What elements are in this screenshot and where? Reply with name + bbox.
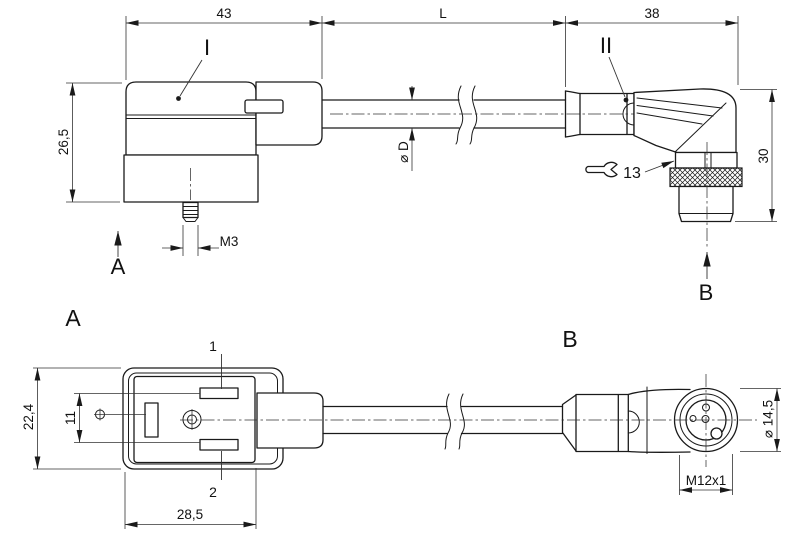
dim-26-5: 26,5	[56, 129, 71, 155]
view-a-cable-gland	[256, 392, 324, 449]
dim-28-5: 28,5	[177, 507, 203, 522]
dim-cable-diameter: ⌀ D	[396, 141, 411, 163]
strain-relief-bottom	[561, 393, 640, 453]
pin-1-slot	[199, 387, 239, 400]
ground-symbol	[94, 408, 146, 421]
dimensions-view-a: 22,4 11 28,5	[21, 367, 257, 529]
dim-30: 30	[756, 148, 771, 163]
dim-L: L	[439, 6, 447, 21]
cable-bottom-right	[444, 393, 564, 450]
cable-top	[321, 85, 567, 145]
dim-m12x1: M12x1	[686, 473, 727, 488]
leader-dot-II	[623, 97, 629, 103]
cable-bottom-left	[322, 405, 448, 435]
leader-II	[608, 56, 626, 98]
leader-I	[179, 59, 203, 97]
break-lines-bottom	[444, 393, 465, 450]
pin-center	[701, 415, 710, 423]
dim-22-4: 22,4	[21, 403, 36, 430]
elbow-side	[627, 386, 691, 454]
label-I: I	[204, 35, 210, 60]
cable-clip-tab	[244, 99, 284, 114]
leader-13	[644, 160, 675, 173]
dim-14-5: ⌀ 14,5	[761, 400, 776, 438]
pin-left	[689, 415, 697, 422]
center-screw	[182, 409, 202, 430]
pin-2-slot	[199, 438, 239, 451]
m12-thread-end	[678, 185, 734, 223]
label-arrow-B: B	[699, 280, 714, 305]
keying-notch	[710, 427, 723, 440]
label-view-b: B	[562, 326, 577, 352]
label-arrow-A: A	[111, 254, 126, 279]
leader-dot-I	[176, 96, 181, 101]
dim-m3: M3	[220, 234, 239, 249]
top-view	[123, 81, 743, 247]
dim-43: 43	[216, 6, 231, 21]
earth-pin-slot	[144, 402, 159, 438]
label-pin-1: 1	[209, 338, 217, 354]
knurl-ring	[669, 167, 743, 188]
dim-11: 11	[63, 411, 78, 425]
break-lines-top	[455, 85, 478, 145]
valve-connector-body	[123, 81, 323, 222]
coupling-nut	[674, 151, 738, 169]
label-pin-2: 2	[209, 484, 217, 500]
dimensions-view-b: ⌀ 14,5 M12x1	[679, 388, 781, 495]
dim-38: 38	[644, 6, 659, 21]
elbow-housing	[633, 88, 737, 154]
strain-relief-top	[564, 90, 635, 138]
label-view-a: A	[65, 305, 81, 331]
wrench-icon	[585, 161, 618, 178]
label-II: II	[600, 33, 612, 58]
dimensions-top: 43 L 38 26,5 M3 ⌀ D 30 A B I II	[56, 6, 777, 305]
view-b: B	[180, 326, 757, 467]
dim-13: 13	[623, 165, 641, 182]
m3-stud	[182, 201, 199, 222]
